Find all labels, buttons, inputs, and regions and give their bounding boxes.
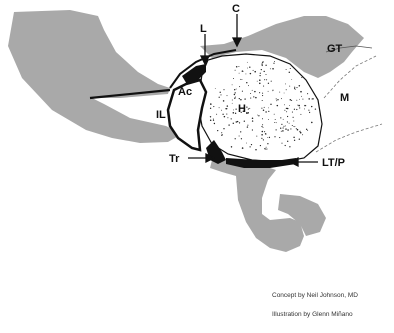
label-il: IL	[156, 109, 166, 121]
muscle-boundary-lower	[316, 124, 382, 152]
label-c: C	[232, 3, 240, 15]
label-ac: Ac	[178, 86, 192, 98]
label-l: L	[200, 23, 207, 35]
label-m: M	[340, 92, 349, 104]
concept-credit: Concept by Neil Johnson, MD	[272, 292, 358, 299]
ilium-bone	[8, 10, 182, 143]
label-gt: GT	[327, 43, 343, 55]
label-ltp: LT/P	[322, 157, 345, 169]
illustration-credit: Illustration by Glenn Miñano	[272, 311, 353, 318]
label-tr: Tr	[169, 153, 180, 165]
label-h: H	[238, 103, 246, 115]
